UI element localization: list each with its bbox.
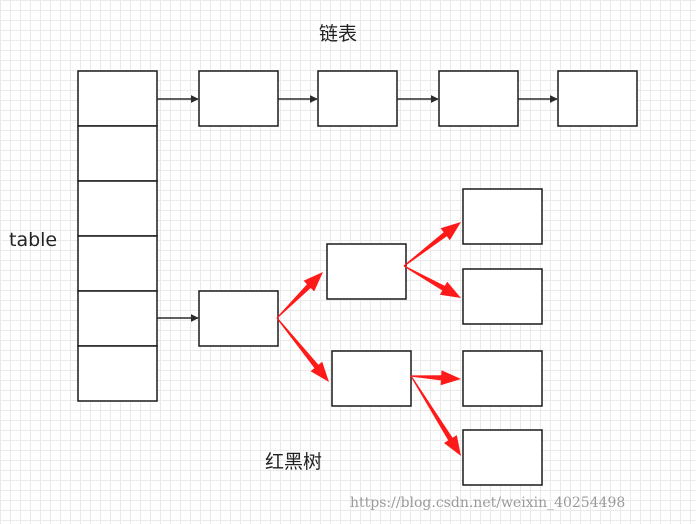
tree-arrow-lower-leaf3 [411,370,461,386]
table-bucket-3 [77,180,158,237]
tree-node-upper [326,243,407,300]
tree-leaf-1 [462,188,543,245]
watermark: https://blog.csdn.net/weixin_40254498 [350,495,626,511]
table-bucket-1 [77,70,158,127]
list-arrows [157,95,558,322]
tree-arrow-root-upper [276,272,323,319]
tree-arrow-upper-leaf1 [403,222,461,267]
list-node-3 [438,70,519,127]
table-bucket-4 [77,235,158,292]
list-node-2 [317,70,398,127]
table-bucket-2 [77,125,158,182]
tree-node-lower [331,350,412,407]
tree-leaf-2 [462,268,543,325]
tree-root [198,290,279,347]
red-black-tree-label: 红黑树 [265,451,323,473]
table-label: table [9,229,58,251]
tree-leaf-4 [462,429,543,486]
list-node-4 [557,70,638,127]
red-black-tree [198,188,543,486]
tree-arrow-upper-leaf2 [403,265,461,298]
hash-table [77,70,158,402]
table-bucket-5 [77,290,158,347]
linked-list [198,70,638,127]
tree-arrows [276,222,461,456]
tree-arrow-lower-leaf4 [410,375,461,456]
tree-leaf-3 [462,350,543,407]
list-node-1 [198,70,279,127]
tree-arrow-root-lower [276,317,329,382]
table-bucket-6 [77,345,158,402]
linked-list-label: 链表 [319,23,358,45]
